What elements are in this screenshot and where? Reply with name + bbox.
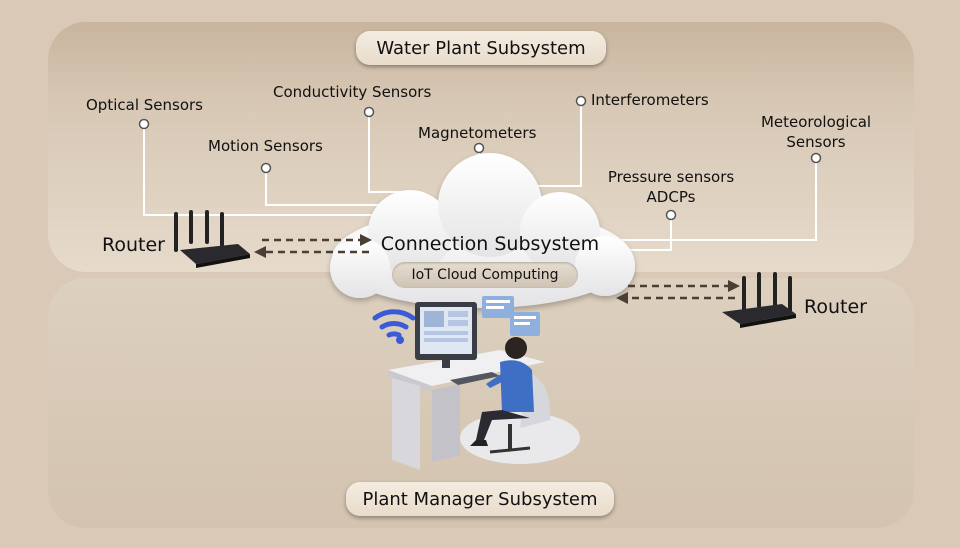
router-left-label: Router <box>102 234 165 256</box>
label-conductivity-sensors: Conductivity Sensors <box>273 83 432 101</box>
link-right-arrows <box>628 284 736 300</box>
label-magnetometers: Magnetometers <box>418 124 537 142</box>
label-pressure-sensors: Pressure sensors <box>607 168 735 186</box>
connector-pressure <box>620 215 672 251</box>
link-left-arrowheads <box>254 234 372 258</box>
plant-manager-title: Plant Manager Subsystem <box>346 482 614 516</box>
label-meteorological-line1: Meteorological <box>760 113 872 131</box>
connector-optical <box>143 124 400 216</box>
node-pressure <box>665 209 677 221</box>
node-magnetometers <box>473 142 485 154</box>
link-right-arrowheads <box>616 280 740 304</box>
node-meteorological <box>810 152 822 164</box>
sensor-nodes <box>138 95 822 221</box>
wifi-icon <box>372 309 416 338</box>
node-optical <box>138 118 150 130</box>
wifi-dot <box>396 336 404 344</box>
router-right-label: Router <box>804 296 867 318</box>
router-right-icon <box>722 272 796 328</box>
connector-motion <box>265 168 400 206</box>
router-left-icon <box>174 210 250 268</box>
label-interferometers: Interferometers <box>591 91 709 109</box>
iot-cloud-badge: IoT Cloud Computing <box>392 262 578 288</box>
connector-meteorological <box>620 158 817 241</box>
label-adcps: ADCPs <box>646 188 696 206</box>
label-meteorological-line2: Sensors <box>786 133 846 151</box>
water-plant-title: Water Plant Subsystem <box>356 31 606 65</box>
link-left-arrows <box>262 238 370 254</box>
node-motion <box>260 162 272 174</box>
connection-subsystem-title: Connection Subsystem <box>380 233 600 255</box>
label-optical-sensors: Optical Sensors <box>86 96 203 114</box>
node-interferometers <box>575 95 587 107</box>
operator-workstation-illustration <box>388 296 580 470</box>
connector-conductivity <box>368 112 420 193</box>
label-motion-sensors: Motion Sensors <box>208 137 323 155</box>
node-conductivity <box>363 106 375 118</box>
